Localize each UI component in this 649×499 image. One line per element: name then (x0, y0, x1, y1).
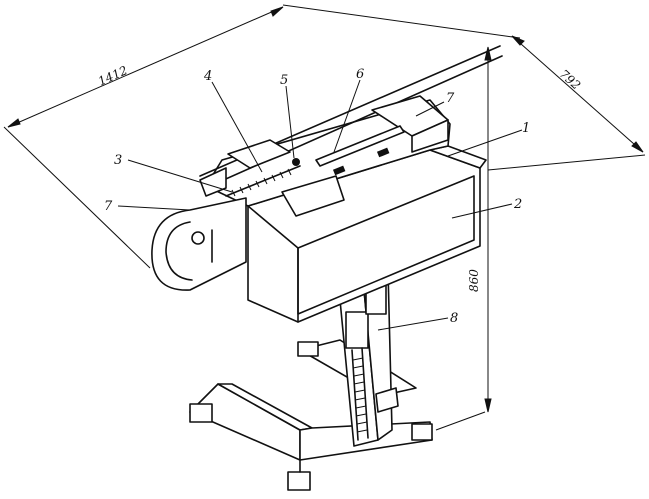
label-8: 8 (450, 311, 458, 326)
label-3: 3 (114, 153, 122, 168)
base-frame (189, 339, 433, 491)
arrow-up (484, 46, 492, 61)
leader-7-left (117, 205, 191, 211)
screw-edge-left (351, 349, 359, 441)
dimension-depth: 792 (487, 35, 646, 171)
pulley (191, 231, 205, 245)
dimension-height-text: 860 (467, 269, 481, 292)
extension-line-floor (435, 411, 486, 431)
foot-back (297, 341, 319, 357)
label-7-right: 7 (446, 91, 455, 106)
label-4: 4 (203, 69, 212, 84)
block-center (281, 175, 345, 217)
feed-screw (225, 165, 301, 197)
slot-marker-2 (376, 147, 390, 158)
arrow-bottom (631, 141, 644, 153)
foot-right (411, 423, 433, 441)
leader-1 (447, 129, 523, 157)
extension-line-top (282, 4, 521, 39)
arrow-top (511, 35, 525, 46)
leader-8 (377, 317, 449, 331)
feed-screw-thread (231, 168, 292, 197)
label-2: 2 (513, 197, 522, 212)
dimension-depth-text: 792 (557, 67, 583, 93)
label-7-left: 7 (104, 199, 113, 214)
label-1: 1 (522, 121, 530, 136)
leader-3 (127, 159, 233, 193)
pivot-5 (292, 158, 300, 166)
dimension-length-text: 1412 (96, 63, 130, 88)
leader-7-right (415, 101, 445, 117)
block-right-side (411, 119, 449, 153)
leader-2 (451, 203, 513, 219)
leader-5 (285, 85, 295, 159)
extension-line-right (487, 154, 646, 171)
dimension-height: 860 (435, 46, 492, 431)
dimension-line-length (7, 6, 284, 128)
arrow-down (484, 398, 492, 413)
leader-6 (333, 79, 361, 153)
belt-housing (151, 167, 247, 291)
callouts: 1 2 3 4 5 6 7 7 8 (104, 67, 530, 326)
leader-4 (211, 81, 263, 173)
lead-screw-thread (352, 357, 368, 433)
foot-left (189, 403, 213, 423)
leader-lines (117, 79, 523, 331)
handle-block (375, 387, 399, 413)
belt-inner (165, 221, 193, 281)
label-5: 5 (280, 73, 288, 88)
extension-line-left (3, 126, 151, 269)
block-left (227, 139, 291, 169)
slider-block (345, 311, 369, 349)
dimension-line-depth (511, 35, 644, 153)
label-6: 6 (356, 67, 364, 82)
arrow-right (270, 6, 284, 17)
guide-slot (315, 125, 405, 167)
arrow-left (7, 118, 21, 128)
screw-edge-right (361, 347, 369, 439)
foot-front (287, 471, 311, 491)
motor-cap (199, 167, 227, 197)
slot-marker-1 (332, 165, 346, 176)
housing-edge (247, 205, 299, 249)
main-housing (199, 45, 503, 323)
